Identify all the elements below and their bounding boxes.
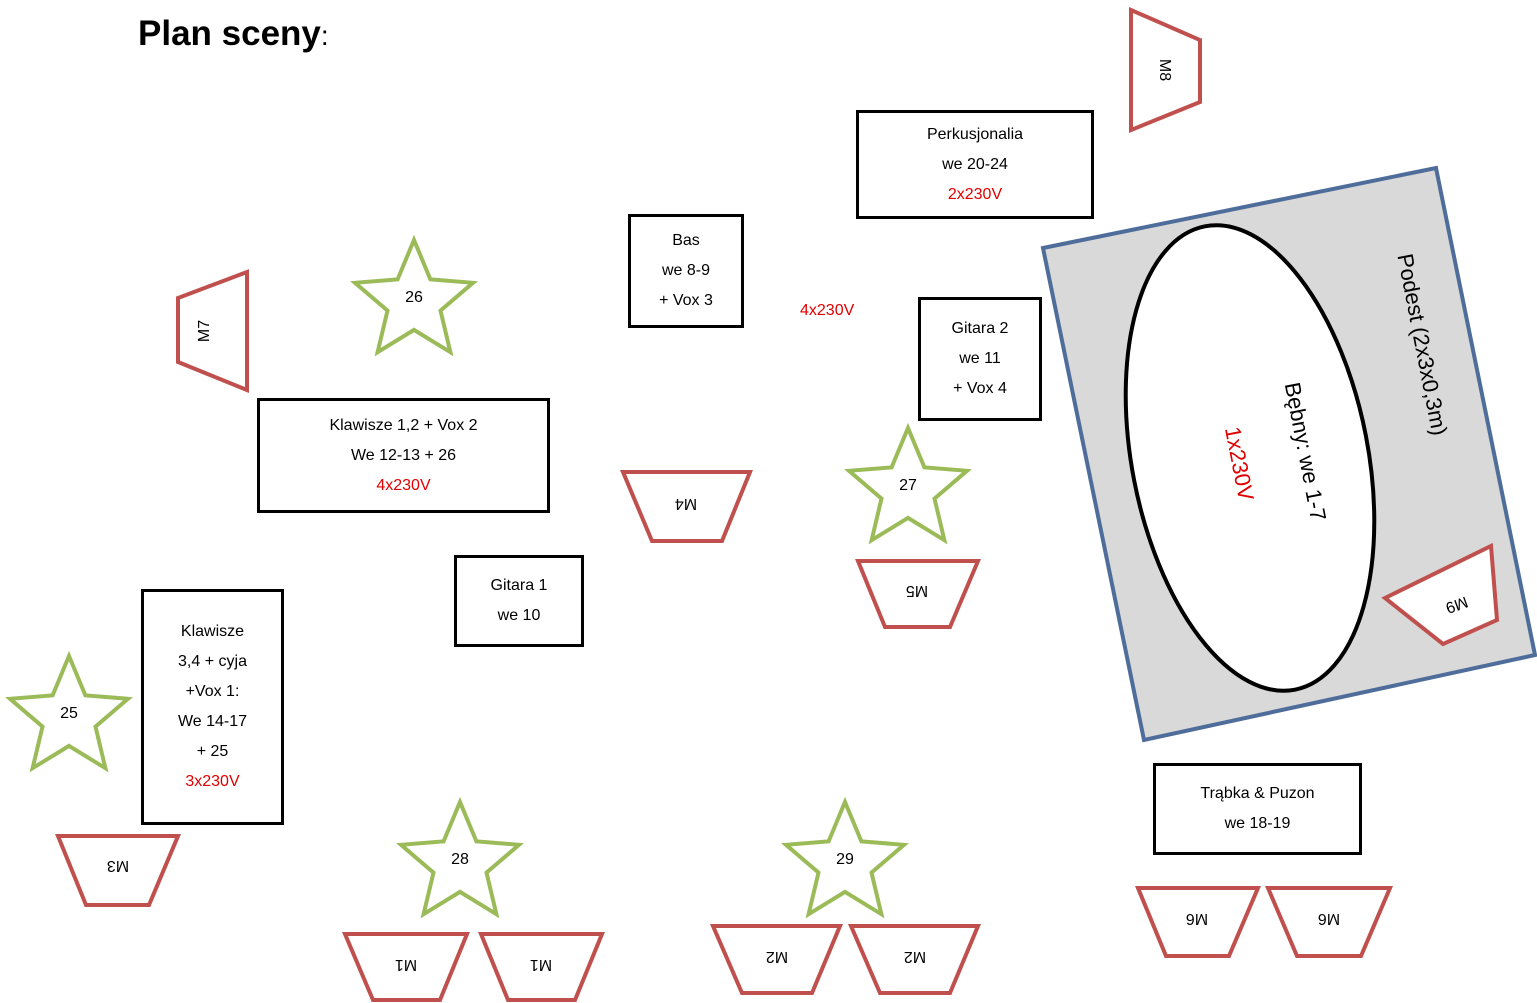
star-label-29: 29 (836, 851, 854, 868)
klawisze12-power: 4x230V (376, 476, 431, 494)
monitor-m2-left (709, 924, 844, 995)
star-label-27: 27 (899, 477, 917, 494)
klawisze12-inputs: We 12-13 + 26 (350, 446, 457, 464)
page-title: Plan sceny: (138, 14, 329, 53)
trabka-name: Trąbka & Puzon (1200, 785, 1315, 802)
monitor-m6-left (1135, 886, 1262, 958)
gitara2-inputs: we 11 (959, 350, 1001, 367)
monitor-m6-left-label: M6 (1186, 910, 1208, 927)
star-label-28: 28 (451, 851, 469, 868)
monitor-m3 (55, 834, 182, 907)
center-power-label: 4x230V (800, 302, 855, 319)
monitor-m8-label: M8 (1156, 59, 1173, 81)
monitor-m1-left (341, 932, 470, 1002)
klawisze12-box: Klawisze 1,2 + Vox 2 We 12-13 + 26 4x230… (257, 398, 550, 513)
monitor-m9 (1381, 542, 1500, 647)
monitor-m3-label: M3 (107, 857, 129, 874)
drums-ellipse (1123, 223, 1377, 693)
gitara2-name: Gitara 2 (951, 320, 1009, 337)
star-label-26: 26 (405, 289, 423, 306)
star-25 (5, 650, 133, 773)
perkusjonalia-power: 2x230V (947, 185, 1003, 203)
klawisze34-inputs: We 14-17 (177, 713, 248, 730)
monitor-m7 (176, 269, 249, 393)
bas-name: Bas (672, 232, 700, 249)
star-28 (396, 796, 524, 919)
klawisze34-vox: +Vox 1: (185, 683, 240, 700)
star-label-25: 25 (60, 705, 78, 722)
monitor-m6-right-label: M6 (1318, 910, 1340, 927)
monitor-m2-left-label: M2 (766, 948, 788, 965)
gitara1-name: Gitara 1 (490, 577, 548, 594)
klawisze12-name: Klawisze 1,2 + Vox 2 (329, 416, 478, 434)
star-27 (844, 422, 972, 545)
monitor-m6-right (1264, 886, 1394, 958)
monitor-m1-right-label: M1 (530, 956, 552, 973)
star-29 (781, 796, 909, 919)
bas-inputs: we 8-9 (661, 262, 711, 279)
monitor-m1-right (478, 932, 605, 1002)
klawisze34-box: Klawisze 3,4 + cyja +Vox 1: We 14-17 + 2… (141, 589, 284, 825)
klawisze34-extra-input: + 25 (196, 743, 229, 760)
monitor-m9-label: M9 (1443, 592, 1470, 616)
monitor-m4-label: M4 (675, 495, 697, 512)
monitor-m2-right-label: M2 (904, 948, 926, 965)
monitor-m7-label: M7 (196, 320, 213, 342)
star-26 (350, 234, 478, 357)
monitor-m2-right (847, 924, 982, 995)
monitor-m8 (1129, 6, 1202, 133)
klawisze34-name: Klawisze (180, 623, 245, 640)
monitor-m5-label: M5 (906, 582, 928, 599)
trabka-box: Trąbka & Puzon we 18-19 (1153, 763, 1362, 855)
monitor-m5 (855, 559, 982, 629)
klawisze34-power: 3x230V (185, 773, 240, 790)
klawisze34-detail: 3,4 + cyja (178, 653, 247, 670)
perkusjonalia-box: Perkusjonalia we 20-24 2x230V (856, 110, 1094, 219)
gitara2-box: Gitara 2 we 11 + Vox 4 (918, 297, 1042, 421)
monitor-m4 (619, 470, 753, 543)
gitara2-vox: + Vox 4 (953, 380, 1007, 397)
bas-vox: + Vox 3 (659, 292, 713, 309)
perkusjonalia-name: Perkusjonalia (926, 125, 1024, 143)
gitara1-box: Gitara 1 we 10 (454, 555, 584, 647)
gitara1-inputs: we 10 (497, 607, 541, 624)
monitor-m1-left-label: M1 (395, 956, 417, 973)
perkusjonalia-inputs: we 20-24 (942, 155, 1008, 173)
bas-box: Bas we 8-9 + Vox 3 (628, 214, 744, 328)
trabka-inputs: we 18-19 (1224, 815, 1291, 832)
